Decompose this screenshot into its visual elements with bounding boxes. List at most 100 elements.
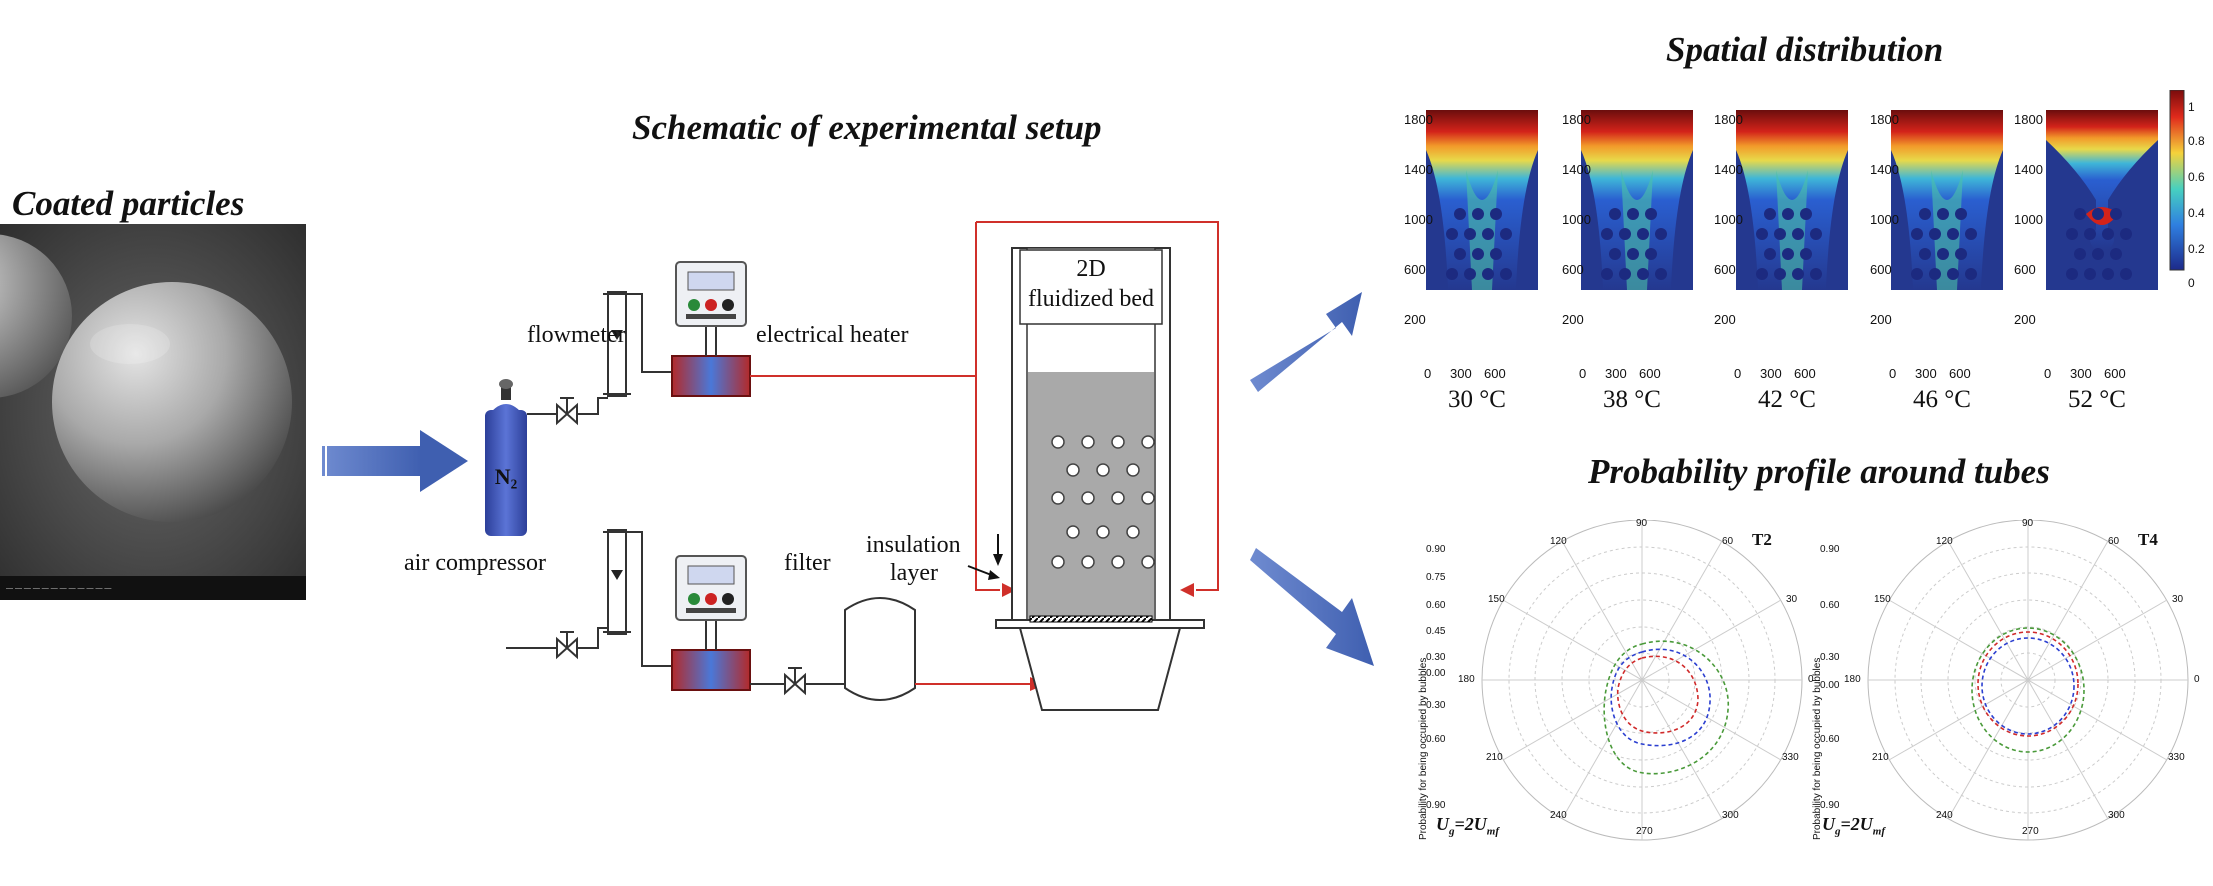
flow-arrow-right	[322, 430, 468, 492]
polar-tag-t2: T2	[1752, 530, 1772, 549]
x-tick: 0	[2044, 366, 2052, 381]
panel-52c	[2046, 110, 2158, 290]
polar-r-tick: 0.90	[1426, 544, 1446, 555]
polar-angle-label: 330	[1782, 752, 1799, 763]
insulation-label-1: insulation	[866, 532, 961, 558]
y-tick: 1400	[1870, 162, 1899, 177]
polar-angle-label: 210	[1486, 752, 1503, 763]
bed-label-1: 2D	[1076, 256, 1105, 282]
polar-angle-label: 30	[1786, 594, 1798, 605]
panel-46c	[1891, 110, 2003, 290]
y-tick: 1800	[1870, 112, 1899, 127]
temperature-label: 52 °C	[2068, 386, 2126, 413]
y-tick: 1000	[1404, 212, 1433, 227]
polar-ylabel: Probability for being occupied by bubble…	[1418, 657, 1429, 840]
polar-angle-label: 300	[1722, 810, 1739, 821]
polar-r-tick: 0.90	[1426, 800, 1446, 811]
panel-38c	[1581, 110, 1693, 290]
polar-r-tick: 0.60	[1426, 734, 1446, 745]
polar-plot-t2	[1481, 520, 1803, 841]
polar-r-tick: 0.30	[1426, 652, 1446, 663]
colorbar-tick: 0.6	[2188, 170, 2205, 184]
polar-angle-label: 210	[1872, 752, 1889, 763]
polar-angle-label: 30	[2172, 594, 2184, 605]
spatial-distribution-panels	[1390, 90, 2185, 290]
temperature-label: 46 °C	[1913, 386, 1971, 413]
polar-angle-label: 240	[1936, 810, 1953, 821]
colorbar-tick: 0.4	[2188, 206, 2205, 220]
y-tick: 1800	[1404, 112, 1433, 127]
bed-label-2: fluidized bed	[1028, 286, 1154, 312]
flowmeter-float-icon-2	[611, 570, 623, 580]
y-tick: 200	[2014, 312, 2036, 327]
spatial-distribution-title: Spatial distribution	[1666, 30, 1944, 69]
y-tick: 1400	[1404, 162, 1433, 177]
polar-r-tick: 0.90	[1820, 544, 1840, 555]
polar-r-tick: 0.00	[1820, 680, 1840, 691]
x-tick: 300	[2070, 366, 2092, 381]
polar-angle-label: 270	[1636, 826, 1653, 837]
polar-r-tick: 0.75	[1426, 572, 1446, 583]
electrical-heater-label: electrical heater	[756, 322, 909, 348]
flowmeter-float-icon	[611, 330, 623, 340]
polar-r-tick: 0.30	[1820, 652, 1840, 663]
temperature-label: 30 °C	[1448, 386, 1506, 413]
heater-1	[671, 261, 751, 397]
inlet-arrow-left	[1002, 583, 1016, 597]
filter-label: filter	[784, 550, 831, 576]
x-tick: 0	[1734, 366, 1742, 381]
flow-arrow-down	[1250, 548, 1374, 666]
y-tick: 600	[1404, 262, 1426, 277]
y-tick: 600	[1562, 262, 1584, 277]
polar-r-tick: 0.45	[1426, 626, 1446, 637]
polar-angle-label: 180	[1844, 674, 1861, 685]
polar-r-tick: 0.30	[1426, 700, 1446, 711]
polar-angle-label: 180	[1458, 674, 1475, 685]
x-tick: 600	[1794, 366, 1816, 381]
x-tick: 300	[1760, 366, 1782, 381]
probability-profile-title: Probability profile around tubes	[1588, 452, 2050, 491]
y-tick: 1400	[2014, 162, 2043, 177]
x-tick: 0	[1889, 366, 1897, 381]
y-tick: 1000	[2014, 212, 2043, 227]
schematic-title: Schematic of experimental setup	[632, 108, 1102, 147]
insulation-label-2: layer	[890, 560, 938, 586]
polar-angle-label: 0	[2194, 674, 2200, 685]
panel-42c	[1736, 110, 1848, 290]
condition-label-t2: Ug=2Umf	[1436, 814, 1499, 838]
polar-r-tick: 0.60	[1820, 600, 1840, 611]
x-tick: 600	[1949, 366, 1971, 381]
n2-cylinder	[485, 379, 527, 536]
x-tick: 300	[1605, 366, 1627, 381]
heater-2	[671, 555, 751, 691]
y-tick: 600	[1714, 262, 1736, 277]
tube-bundle	[1051, 435, 1155, 569]
y-tick: 1000	[1870, 212, 1899, 227]
y-tick: 600	[2014, 262, 2036, 277]
polar-angle-label: 60	[2108, 536, 2120, 547]
flow-arrow-up	[1250, 292, 1362, 392]
air-compressor-label: air compressor	[404, 550, 546, 576]
fluidized-bed	[995, 247, 1205, 711]
polar-angle-label: 90	[1636, 518, 1648, 529]
x-tick: 0	[1579, 366, 1587, 381]
y-tick: 1400	[1562, 162, 1591, 177]
y-tick: 1800	[2014, 112, 2043, 127]
polar-r-tick: 0.60	[1426, 600, 1446, 611]
inlet-arrow-right	[1180, 583, 1194, 597]
colorbar-tick: 0	[2188, 276, 2195, 290]
y-tick: 200	[1562, 312, 1584, 327]
x-tick: 600	[1484, 366, 1506, 381]
colorbar-tick: 0.2	[2188, 242, 2205, 256]
y-tick: 200	[1714, 312, 1736, 327]
condition-label-t4: Ug=2Umf	[1822, 814, 1885, 838]
polar-angle-label: 60	[1722, 536, 1734, 547]
sem-image: — — — — — — — — — — — —	[0, 224, 306, 600]
valve-2	[556, 636, 578, 660]
x-tick: 600	[1639, 366, 1661, 381]
temperature-label: 38 °C	[1603, 386, 1661, 413]
y-tick: 200	[1870, 312, 1892, 327]
colorbar	[2169, 90, 2185, 271]
polar-angle-label: 120	[1936, 536, 1953, 547]
